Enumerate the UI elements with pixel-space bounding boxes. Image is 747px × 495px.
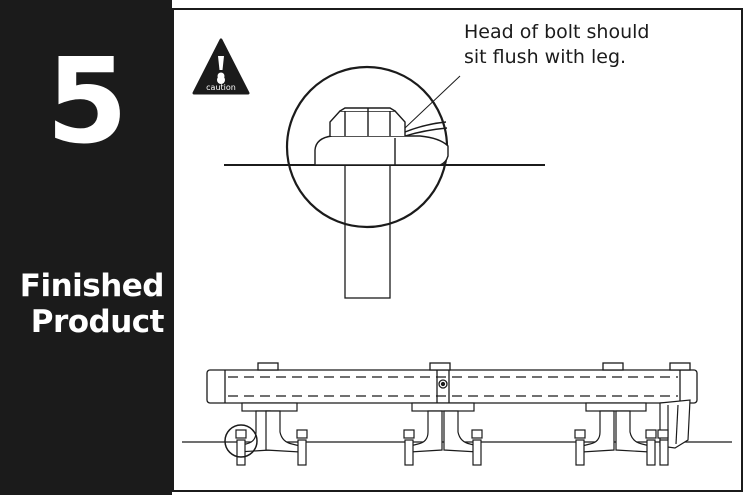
bolt-head bbox=[314, 107, 449, 166]
detail-callout: Head of bolt should sit flush with leg. bbox=[464, 20, 649, 70]
caution-label: caution bbox=[206, 83, 236, 92]
step-title-line1: Finished bbox=[19, 268, 165, 304]
leg-group-center bbox=[403, 402, 483, 466]
bolt-highlight-circle bbox=[224, 424, 258, 458]
step-title-line2: Product bbox=[30, 304, 165, 340]
caution-triangle-icon: caution bbox=[192, 38, 250, 95]
bolt-shaft bbox=[344, 164, 391, 299]
callout-line1: Head of bolt should bbox=[464, 21, 650, 43]
callout-line2: sit flush with leg. bbox=[464, 46, 627, 68]
leg-group-right bbox=[574, 399, 691, 466]
step-title: Finished Product bbox=[19, 268, 165, 340]
step-sidebar: 5 Finished Product bbox=[0, 0, 172, 495]
step-number: 5 bbox=[45, 32, 128, 170]
callout-leader-line bbox=[404, 75, 461, 129]
assembled-frame bbox=[206, 362, 698, 404]
